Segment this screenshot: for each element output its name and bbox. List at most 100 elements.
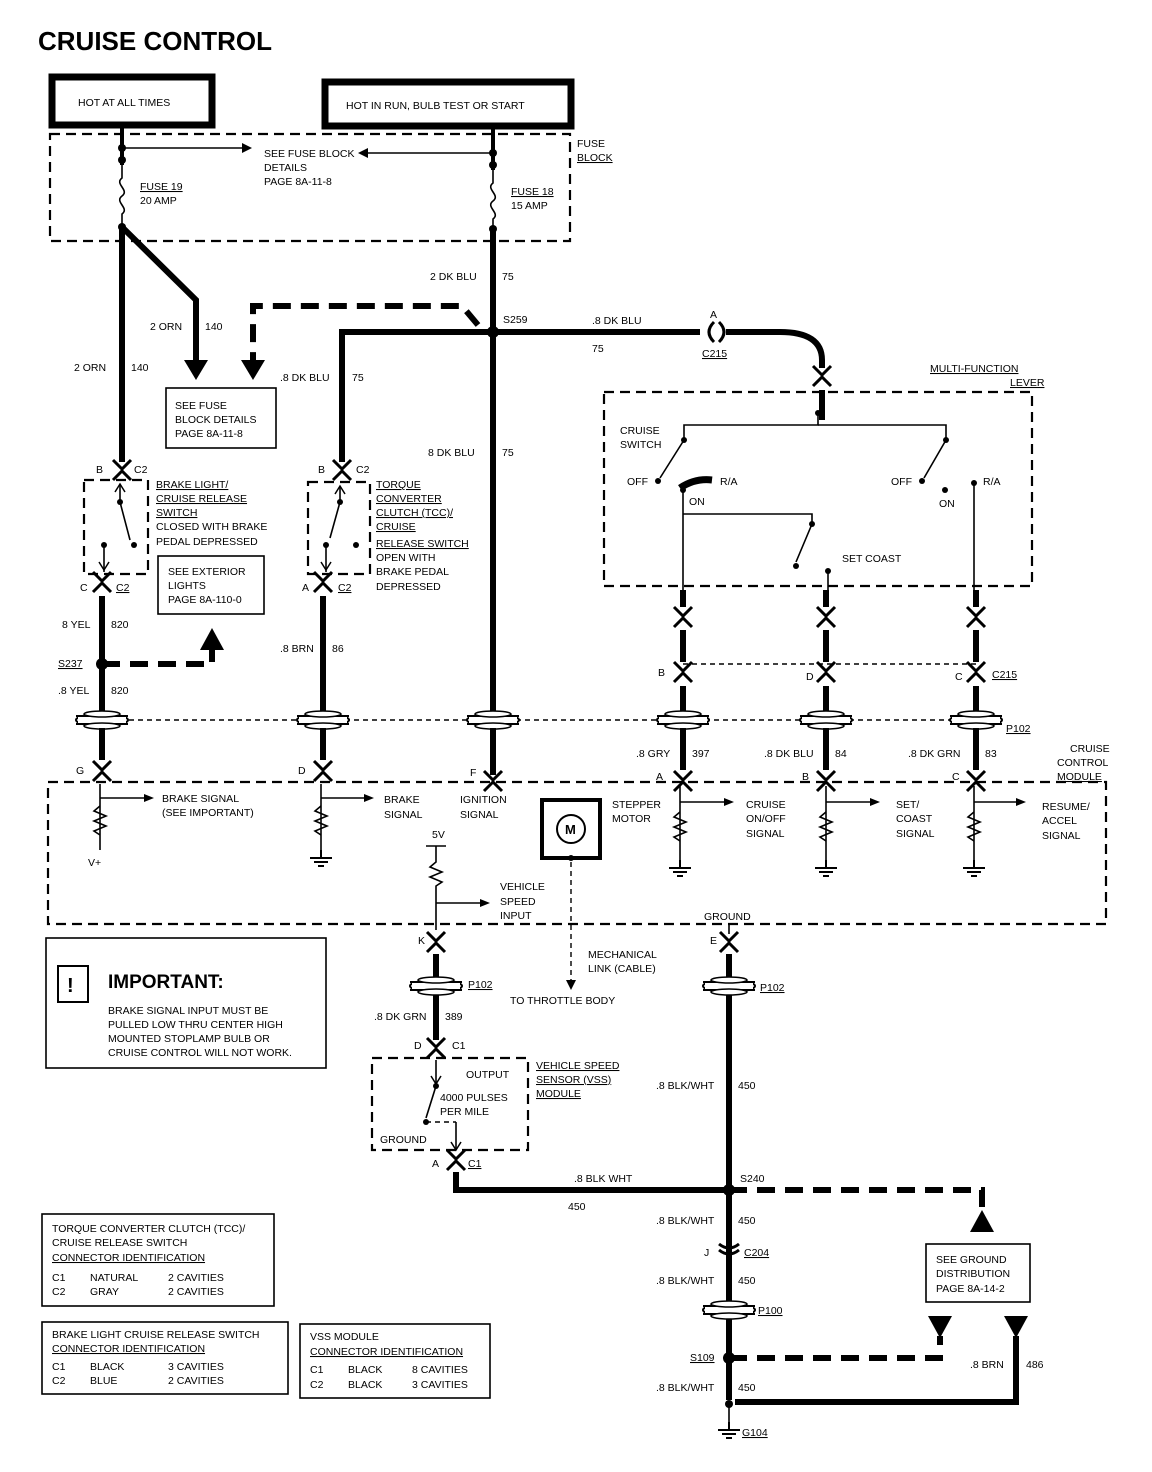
p100-label: P100 xyxy=(758,1305,783,1317)
see-fuse-box-2: BLOCK DETAILS xyxy=(175,414,257,426)
fuse-block-label-1: FUSE xyxy=(577,138,605,150)
splice-s237-label: S237 xyxy=(58,658,83,670)
wire-2orn-a: 2 ORN xyxy=(150,321,182,333)
hot-in-run-box xyxy=(321,78,575,130)
mfl-label-1: MULTI-FUNCTION xyxy=(930,363,1018,375)
cruise-control-module xyxy=(46,780,1108,926)
wire-140-b: 140 xyxy=(131,362,149,374)
brake-sw-c2-top: C2 xyxy=(134,464,148,476)
legend-vss-h2: CONNECTOR IDENTIFICATION xyxy=(310,1346,463,1358)
wire-8yel-b: .8 YEL xyxy=(58,685,89,697)
set-coast: SET COAST xyxy=(842,553,902,565)
wire-75-c: 75 xyxy=(502,447,514,459)
legend-vss-r1a: C1 xyxy=(310,1364,324,1376)
mod-pin-b: B xyxy=(802,771,809,783)
mod-pin-a: A xyxy=(656,771,663,783)
brake-sw-label-4: CLOSED WITH BRAKE xyxy=(156,521,267,533)
ra-2: R/A xyxy=(983,476,1001,488)
legend-vss-r2c: 3 CAVITIES xyxy=(412,1379,468,1391)
wire-8brn-486: .8 BRN xyxy=(970,1359,1004,1371)
legend-vss-r1b: BLACK xyxy=(348,1364,382,1376)
c215-label-top: C215 xyxy=(702,348,727,360)
mech-link-2: LINK (CABLE) xyxy=(588,963,656,975)
ground-g104: G104 xyxy=(742,1427,768,1439)
ignition-1: IGNITION xyxy=(460,794,507,806)
tcc-label-6: OPEN WITH xyxy=(376,552,436,564)
wire-8blkwht-c: .8 BLK/WHT xyxy=(656,1275,715,1287)
connector-c204 xyxy=(718,1242,740,1250)
wire-2orn-b: 2 ORN xyxy=(74,362,106,374)
tcc-label-1: TORQUE xyxy=(376,479,421,491)
tcc-sw-a: A xyxy=(302,582,309,594)
important-icon-glyph: ! xyxy=(67,975,74,997)
vss-pulses-1: 4000 PULSES xyxy=(440,1092,508,1104)
vss-ground: GROUND xyxy=(380,1134,427,1146)
legend-tcc-r1c: 2 CAVITIES xyxy=(168,1272,224,1284)
wire-140-a: 140 xyxy=(205,321,223,333)
brake-sw-c2-bot: C2 xyxy=(116,582,130,594)
wire-8brn: .8 BRN xyxy=(280,643,314,655)
important-line-1: BRAKE SIGNAL INPUT MUST BE xyxy=(108,1005,268,1017)
tcc-label-5: RELEASE SWITCH xyxy=(376,538,469,550)
ra-1: R/A xyxy=(720,476,738,488)
tcc-label-2: CONVERTER xyxy=(376,493,442,505)
wire-8blkwht-d: .8 BLK/WHT xyxy=(656,1382,715,1394)
see-fuse-block-2: DETAILS xyxy=(264,162,307,174)
brake-signal-2: (SEE IMPORTANT) xyxy=(162,807,254,819)
wire-8dkblu-a: .8 DK BLU xyxy=(280,372,330,384)
wire-8dkblu-84: .8 DK BLU xyxy=(764,748,814,760)
legend-tcc-h2: CRUISE RELEASE SWITCH xyxy=(52,1237,187,1249)
wire-86: 86 xyxy=(332,643,344,655)
legend-vss-h1: VSS MODULE xyxy=(310,1331,379,1343)
fuse-block xyxy=(48,132,572,243)
see-ground-2: DISTRIBUTION xyxy=(936,1268,1010,1280)
wire-8yel-a: 8 YEL xyxy=(62,619,91,631)
see-fuse-box-3: PAGE 8A-11-8 xyxy=(175,428,243,440)
mod-pin-g: G xyxy=(76,765,84,777)
vplus: V+ xyxy=(88,857,101,869)
wire-75-b: 75 xyxy=(352,372,364,384)
tcc-label-3: CLUTCH (TCC)/ xyxy=(376,507,453,519)
see-exterior-3: PAGE 8A-110-0 xyxy=(168,594,242,606)
mod-pin-f: F xyxy=(470,767,476,779)
arrow-exterior xyxy=(200,628,224,650)
vss-name-1: VEHICLE SPEED xyxy=(536,1060,620,1072)
see-exterior-2: LIGHTS xyxy=(168,580,206,592)
see-ground-box xyxy=(925,1243,1031,1303)
legend-tcc-r1b: NATURAL xyxy=(90,1272,138,1284)
fuse-18-label: FUSE 18 xyxy=(511,186,554,198)
vss-c1-top: C1 xyxy=(452,1040,466,1052)
wire-820-b: 820 xyxy=(111,685,129,697)
multi-function-lever xyxy=(602,390,1034,588)
brake-sw-c: C xyxy=(80,582,88,594)
cruise-onoff-2: ON/OFF xyxy=(746,813,786,825)
wire-450-c: 450 xyxy=(738,1275,756,1287)
wire-8blkwht-b: .8 BLK/WHT xyxy=(656,1215,715,1227)
set-coast-3: SIGNAL xyxy=(896,828,935,840)
see-ground-3: PAGE 8A-14-2 xyxy=(936,1283,1005,1295)
brake-sw-label-2: CRUISE RELEASE xyxy=(156,493,247,505)
on-1: ON xyxy=(689,496,705,508)
fuse-19-label: FUSE 19 xyxy=(140,181,183,193)
fuse-18 xyxy=(489,170,497,228)
brake-signal-1: BRAKE SIGNAL xyxy=(162,793,239,805)
legend-brake-r2a: C2 xyxy=(52,1375,66,1387)
wire-820-a: 820 xyxy=(111,619,129,631)
brake-sw-label-5: PEDAL DEPRESSED xyxy=(156,536,258,548)
wire-75-d: 75 xyxy=(592,343,604,355)
legend-brake-r2c: 2 CAVITIES xyxy=(168,1375,224,1387)
brake-sw-b: B xyxy=(96,464,103,476)
brake-sw-label-1: BRAKE LIGHT/ xyxy=(156,479,228,491)
off-1: OFF xyxy=(627,476,648,488)
p102-label-mid: P102 xyxy=(468,979,493,991)
wire-2dkblu: 2 DK BLU xyxy=(430,271,477,283)
splice-s240-label: S240 xyxy=(740,1173,765,1185)
wire-8blkwht-a: .8 BLK/WHT xyxy=(656,1080,715,1092)
module-label-3: MODULE xyxy=(1057,771,1102,783)
tcc-sw-c2-bot: C2 xyxy=(338,582,352,594)
see-fuse-box-1: SEE FUSE xyxy=(175,400,227,412)
hot-all-times-box xyxy=(48,73,216,129)
important-icon xyxy=(57,965,89,1003)
arrow-ground xyxy=(970,1210,994,1232)
fuse-block-label-2: BLOCK xyxy=(577,152,613,164)
